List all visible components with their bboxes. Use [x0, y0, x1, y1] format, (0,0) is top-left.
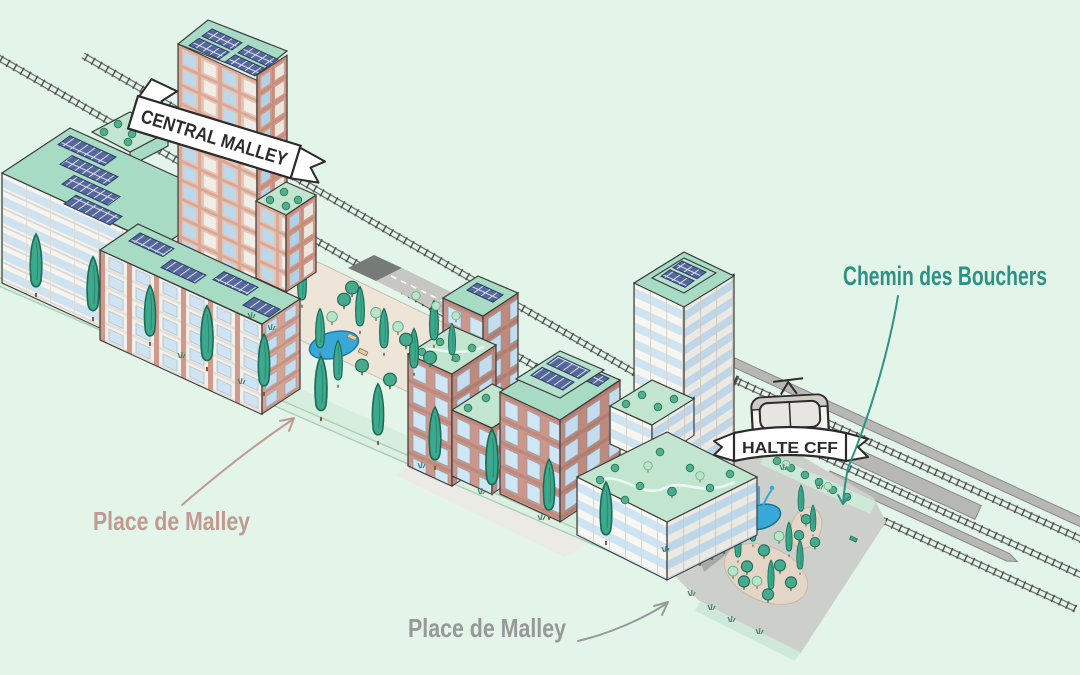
square-label-west: Place de Malley	[93, 506, 250, 536]
square-label-south: Place de Malley	[408, 613, 566, 643]
solar-array	[466, 282, 504, 303]
solar-platform	[514, 350, 606, 399]
teal-bench	[848, 535, 858, 543]
solar-arrays	[660, 260, 707, 288]
planting-bed-large	[723, 543, 809, 605]
street-pointer-line	[837, 295, 899, 505]
podium-garden-terrace	[575, 431, 759, 581]
solar-arrays	[57, 135, 123, 226]
solar-arrays	[128, 232, 281, 318]
long-residential-building	[98, 223, 302, 416]
station-banner-label: HALTE CFF	[742, 440, 838, 457]
arrow-to-promenade	[181, 417, 295, 506]
station-banner: HALTE CFF	[713, 425, 869, 463]
track-middle	[808, 447, 1080, 580]
solar-arrays	[188, 28, 279, 77]
tower-east-wing	[254, 181, 318, 293]
parking-ramp	[348, 255, 402, 281]
street-label: Chemin des Bouchers	[843, 261, 1047, 291]
track-lower	[851, 503, 1078, 613]
arrow-to-plaza	[577, 601, 669, 642]
pantograph	[773, 377, 804, 395]
solar-platform	[650, 257, 718, 294]
